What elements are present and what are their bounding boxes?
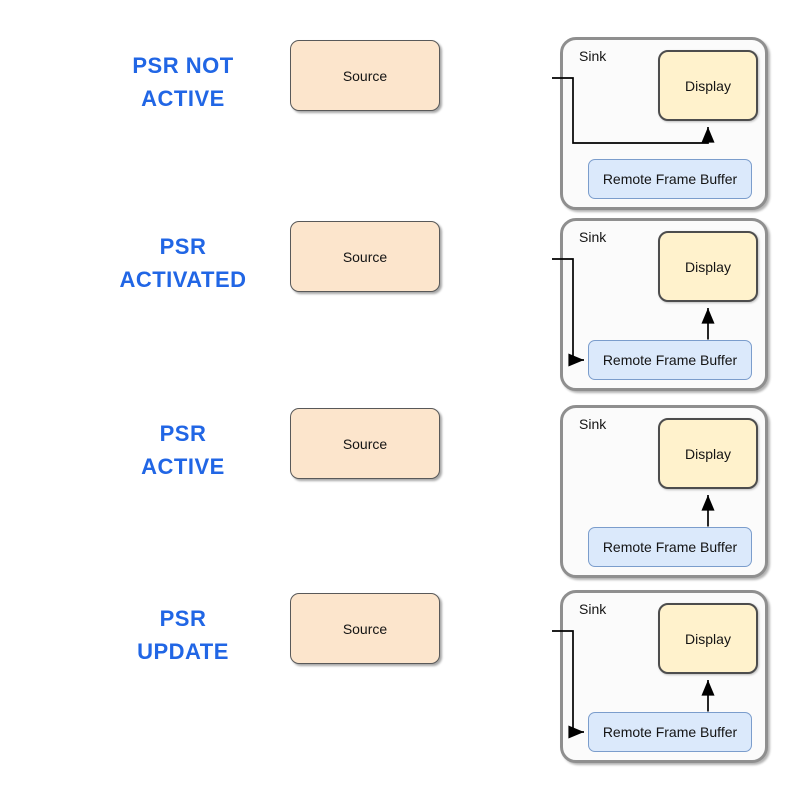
psr-state-row: PSR NOT ACTIVE Source Sink Display Remot… bbox=[0, 37, 800, 217]
state-label-line1: PSR bbox=[159, 234, 207, 259]
remote-frame-buffer-box: Remote Frame Buffer bbox=[588, 159, 752, 199]
state-label-line2: ACTIVE bbox=[141, 454, 225, 479]
source-box: Source bbox=[290, 408, 440, 479]
state-label-line2: ACTIVE bbox=[141, 86, 225, 111]
remote-frame-buffer-box: Remote Frame Buffer bbox=[588, 527, 752, 567]
state-label: PSR NOT ACTIVE bbox=[88, 49, 278, 115]
sink-label: Sink bbox=[579, 601, 607, 617]
state-label-line2: UPDATE bbox=[137, 639, 229, 664]
psr-state-row: PSR ACTIVE Source Sink Display Remote Fr… bbox=[0, 405, 800, 585]
display-box: Display bbox=[658, 50, 758, 121]
psr-state-row: PSR ACTIVATED Source Sink Display Remote… bbox=[0, 218, 800, 398]
state-label-line1: PSR NOT bbox=[132, 53, 234, 78]
source-box: Source bbox=[290, 40, 440, 111]
sink-label: Sink bbox=[579, 416, 607, 432]
sink-container: Sink Display Remote Frame Buffer bbox=[560, 405, 768, 578]
remote-frame-buffer-box: Remote Frame Buffer bbox=[588, 712, 752, 752]
state-label-line1: PSR bbox=[159, 421, 207, 446]
display-box: Display bbox=[658, 603, 758, 674]
display-box: Display bbox=[658, 418, 758, 489]
state-label: PSR ACTIVE bbox=[88, 417, 278, 483]
sink-label: Sink bbox=[579, 48, 607, 64]
state-label-line2: ACTIVATED bbox=[119, 267, 247, 292]
psr-state-row: PSR UPDATE Source Sink Display Remote Fr… bbox=[0, 590, 800, 770]
state-label: PSR ACTIVATED bbox=[88, 230, 278, 296]
state-label: PSR UPDATE bbox=[88, 602, 278, 668]
state-label-line1: PSR bbox=[159, 606, 207, 631]
sink-label: Sink bbox=[579, 229, 607, 245]
source-box: Source bbox=[290, 593, 440, 664]
sink-container: Sink Display Remote Frame Buffer bbox=[552, 590, 768, 763]
sink-container: Sink Display Remote Frame Buffer bbox=[552, 218, 768, 391]
display-box: Display bbox=[658, 231, 758, 302]
sink-container: Sink Display Remote Frame Buffer bbox=[552, 37, 768, 210]
remote-frame-buffer-box: Remote Frame Buffer bbox=[588, 340, 752, 380]
source-box: Source bbox=[290, 221, 440, 292]
